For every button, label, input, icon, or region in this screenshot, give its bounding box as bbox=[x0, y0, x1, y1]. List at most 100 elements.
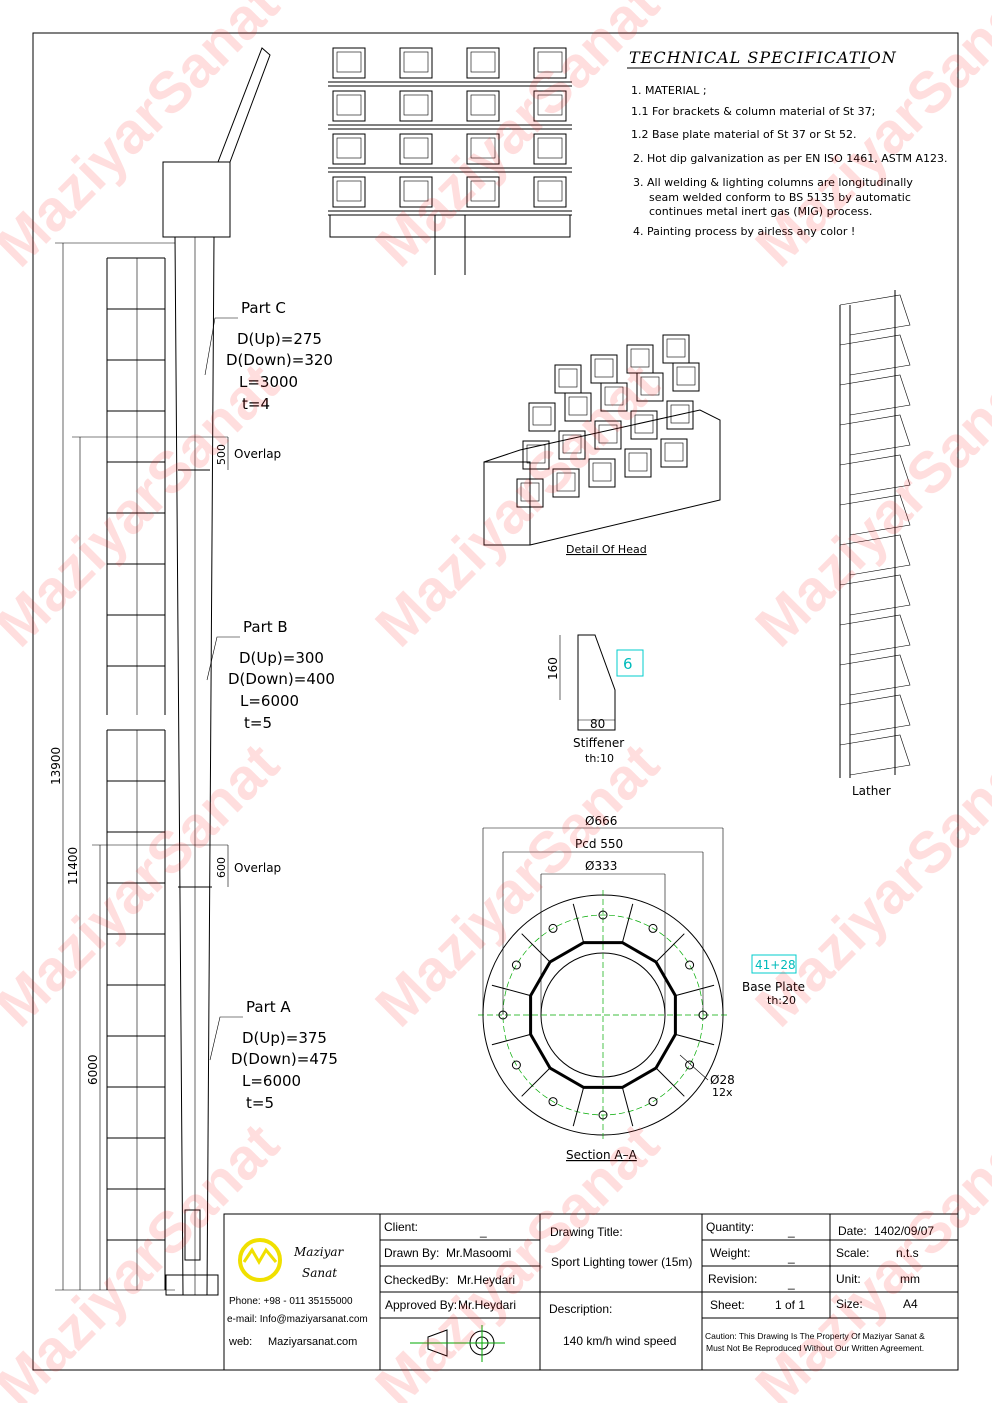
svg-text:D(Down)=320: D(Down)=320 bbox=[226, 351, 333, 369]
bolt-hole bbox=[648, 923, 658, 933]
svg-text:Approved By:: Approved By: bbox=[385, 1298, 457, 1312]
spec-line: continues metal inert gas (MIG) process. bbox=[649, 205, 872, 218]
floodlight bbox=[399, 133, 433, 165]
svg-text:Part A: Part A bbox=[246, 998, 291, 1016]
floodlight bbox=[516, 478, 544, 508]
floodlight-lens bbox=[537, 51, 563, 73]
floodlight-lens bbox=[628, 452, 648, 472]
bolt-hole bbox=[598, 910, 608, 920]
svg-text:_: _ bbox=[787, 1250, 795, 1264]
pole-section bbox=[529, 941, 677, 1089]
spec-line: 3. All welding & lighting columns are lo… bbox=[633, 176, 913, 189]
floodlight-lens bbox=[403, 94, 429, 116]
watermark-text: MaziyarSanat bbox=[363, 731, 671, 1039]
website: Maziyarsanat.com bbox=[268, 1336, 357, 1348]
watermark-text: MaziyarSanat bbox=[743, 351, 992, 659]
dimensions: 13900 11400 6000 500 600 Overlap Overlap bbox=[49, 242, 281, 1291]
description-value: 140 km/h wind speed bbox=[563, 1334, 676, 1348]
spec-line: 1.2 Base plate material of St 37 or St 5… bbox=[631, 128, 856, 141]
svg-text:Date:: Date: bbox=[838, 1224, 867, 1238]
overlap-label-2: Overlap bbox=[234, 861, 281, 875]
floodlight bbox=[660, 438, 688, 468]
lamp-frame bbox=[329, 214, 571, 238]
svg-text:th:20: th:20 bbox=[767, 994, 796, 1007]
floodlight-lens bbox=[594, 358, 614, 378]
stiffener-rib bbox=[491, 1033, 531, 1046]
bolt-hole bbox=[511, 960, 521, 970]
floodlight bbox=[600, 382, 628, 412]
head-detail-label: Detail Of Head bbox=[566, 543, 647, 556]
svg-text:Ø28: Ø28 bbox=[710, 1073, 735, 1087]
floodlight bbox=[552, 468, 580, 498]
floodlight bbox=[399, 176, 433, 208]
floodlight-lens bbox=[537, 180, 563, 202]
ladder-cage-hoop bbox=[839, 654, 911, 696]
floodlight-lens bbox=[558, 368, 578, 388]
bolt-hole bbox=[498, 1010, 508, 1020]
watermark-text: MaziyarSanat bbox=[0, 0, 291, 279]
svg-text:Maziyar: Maziyar bbox=[293, 1245, 345, 1259]
stiffener-rib bbox=[655, 933, 685, 963]
floodlight-lens bbox=[604, 386, 624, 406]
floodlight-array-front bbox=[328, 47, 572, 275]
svg-text:Description:: Description: bbox=[549, 1302, 612, 1316]
floodlight-lens bbox=[403, 180, 429, 202]
service-door bbox=[184, 1209, 201, 1261]
floodlight bbox=[332, 90, 366, 122]
bolt-hole bbox=[511, 1060, 521, 1070]
stiffener-rib bbox=[521, 933, 551, 963]
stiffener-label: Stiffener bbox=[573, 736, 624, 750]
floodlight bbox=[533, 47, 567, 79]
spec-line: 1.1 For brackets & column material of St… bbox=[631, 105, 875, 118]
svg-text:6: 6 bbox=[623, 655, 633, 673]
stiffener-rib bbox=[621, 903, 634, 943]
phone: Phone: +98 - 011 35155000 bbox=[229, 1296, 353, 1307]
svg-text:Size:: Size: bbox=[836, 1297, 863, 1311]
svg-text:Revision:: Revision: bbox=[708, 1272, 757, 1286]
floodlight bbox=[630, 410, 658, 440]
floodlight-lens bbox=[403, 51, 429, 73]
floodlight bbox=[466, 90, 500, 122]
floodlight bbox=[332, 176, 366, 208]
base-plate-label: Base Plate bbox=[742, 980, 805, 994]
bolt-hole bbox=[685, 960, 695, 970]
dim-outer-diameter: Ø666 bbox=[585, 814, 617, 828]
floodlight-lens bbox=[537, 94, 563, 116]
ladder-cage-hoop bbox=[839, 454, 911, 496]
svg-text:L=6000: L=6000 bbox=[240, 692, 299, 710]
floodlight-lens bbox=[537, 137, 563, 159]
svg-text:web:: web: bbox=[228, 1336, 252, 1348]
floodlight-lens bbox=[470, 180, 496, 202]
head-detail-drawing: Detail Of Head bbox=[483, 334, 721, 556]
floodlight-lens bbox=[630, 348, 650, 368]
svg-text:Sheet:: Sheet: bbox=[710, 1298, 745, 1312]
dim-overlap-600: 600 bbox=[215, 857, 228, 878]
svg-text:41+28: 41+28 bbox=[755, 958, 796, 972]
svg-text:12x: 12x bbox=[712, 1086, 733, 1099]
svg-text:Drawn By:: Drawn By: bbox=[384, 1246, 439, 1260]
floodlight bbox=[672, 362, 700, 392]
floodlight-lens bbox=[336, 180, 362, 202]
svg-text:Drawing Title:: Drawing Title: bbox=[550, 1225, 623, 1239]
floodlight-lens bbox=[470, 137, 496, 159]
tower-elevation bbox=[162, 47, 271, 1296]
svg-text:t=5: t=5 bbox=[244, 714, 272, 732]
scale-value: n.t.s bbox=[896, 1246, 919, 1260]
floodlight bbox=[522, 440, 550, 470]
svg-text:_: _ bbox=[787, 1224, 795, 1238]
bolt-hole bbox=[685, 1060, 695, 1070]
floodlight bbox=[588, 458, 616, 488]
floodlight bbox=[332, 47, 366, 79]
spec-title: TECHNICAL SPECIFICATION bbox=[629, 48, 897, 67]
svg-text:D(Down)=475: D(Down)=475 bbox=[231, 1050, 338, 1068]
floodlight-lens bbox=[592, 462, 612, 482]
section-label: Section A–A bbox=[566, 1148, 638, 1162]
ladder-cage-hoop bbox=[839, 494, 911, 536]
company-logo: Maziyar Sanat bbox=[238, 1238, 345, 1282]
size-value: A4 bbox=[903, 1297, 918, 1311]
floodlight-lens bbox=[403, 137, 429, 159]
ladder-detail-drawing: Lather bbox=[839, 290, 911, 798]
unit-value: mm bbox=[900, 1272, 920, 1286]
